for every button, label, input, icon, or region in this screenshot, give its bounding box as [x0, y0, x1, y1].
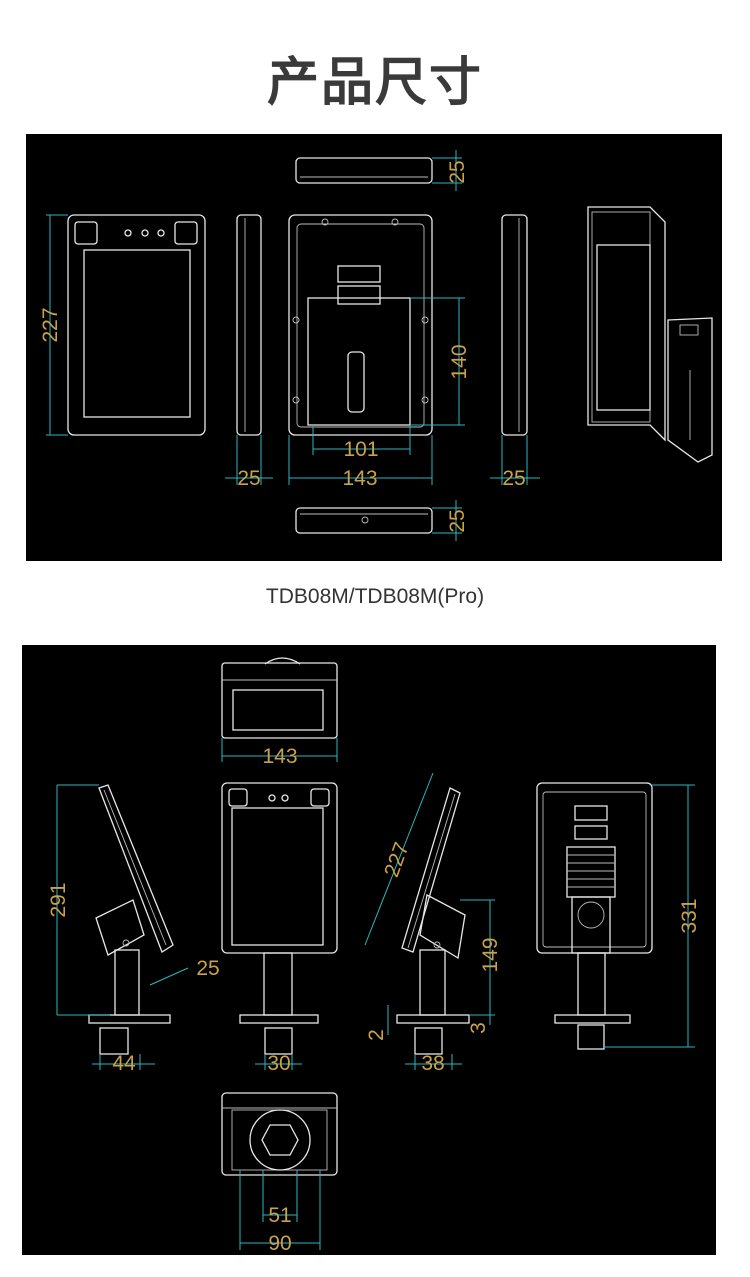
dim-gap-right: 3: [467, 1022, 490, 1034]
dim-stand-top-width: 143: [262, 745, 297, 768]
dim-bracket-height-149: 149: [479, 937, 502, 972]
dim-tilt-depth: 25: [196, 957, 219, 980]
dim-back-width: 143: [342, 467, 377, 490]
dim-total-height-side: 291: [47, 882, 70, 917]
dim-bracket-width: 101: [343, 438, 378, 461]
dim-total-height-back: 331: [678, 898, 701, 933]
back-view: 101 143 140: [288, 214, 471, 490]
bottom-view: 25: [295, 500, 469, 541]
stand-front-view: 30: [221, 782, 338, 1075]
panel-background: [26, 134, 722, 561]
stand-bottom-view: 51 90: [221, 1092, 338, 1255]
dim-height: 227: [39, 307, 62, 342]
drawing-panel-1: 25 227 25: [26, 134, 722, 561]
dim-bracket-height: 140: [448, 344, 471, 379]
dim-gap-left: 2: [365, 1029, 388, 1041]
dim-pole-right: 38: [421, 1052, 444, 1075]
side-view-left: 25: [225, 214, 273, 490]
page-title: 产品尺寸: [266, 53, 483, 113]
top-view: 25: [295, 150, 469, 191]
dim-pole-side: 44: [112, 1052, 136, 1075]
stand-side-view-left: 291 25 44: [47, 784, 220, 1075]
dim-base-inner: 51: [268, 1204, 291, 1227]
drawing-panel-2: 143 291 25 44: [22, 645, 716, 1255]
dim-base-outer: 90: [268, 1232, 291, 1255]
dim-pole-front: 30: [267, 1052, 290, 1075]
side-view-right: 25: [490, 214, 540, 490]
model-caption: TDB08M/TDB08M(Pro): [265, 585, 485, 608]
stand-side-view-right: 227 149 2 3 38: [364, 772, 502, 1075]
stand-top-view: 143: [221, 657, 338, 768]
dim-bottom-thickness: 25: [446, 509, 469, 532]
perspective-view: [587, 206, 713, 463]
dim-top-thickness: 25: [446, 160, 469, 183]
dim-side-left-depth: 25: [237, 467, 260, 490]
stand-back-view: 331: [536, 782, 701, 1050]
front-view: 227: [39, 214, 206, 436]
dim-side-right-depth: 25: [502, 467, 525, 490]
